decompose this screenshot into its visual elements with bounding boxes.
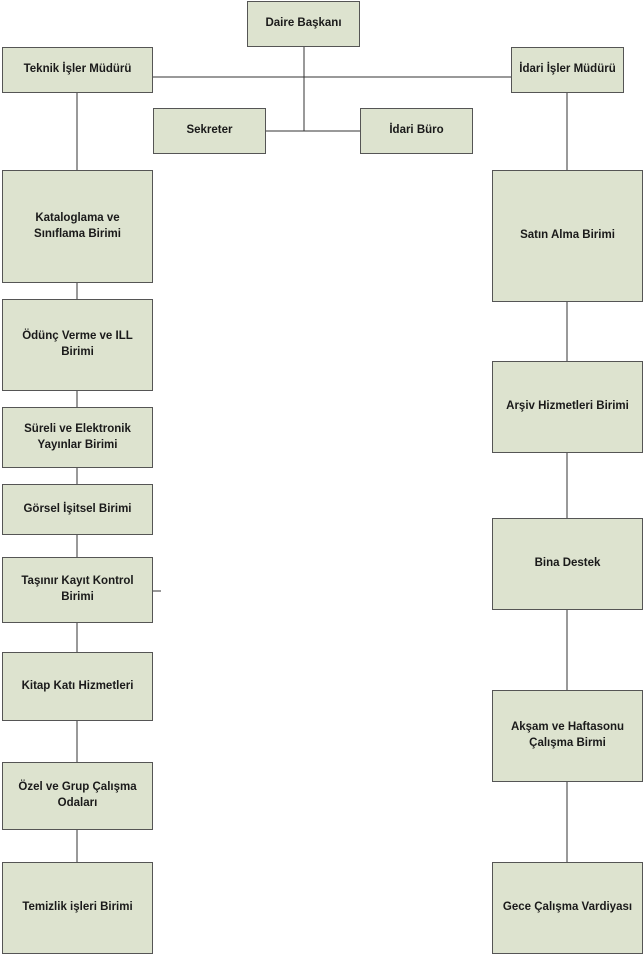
node-technical-unit: Kataloglama ve Sınıflama Birimi [2, 170, 153, 283]
node-label: Gece Çalışma Vardiyası [502, 901, 633, 914]
node-technical-unit: Görsel İşitsel Birimi [2, 484, 153, 535]
node-label: Özel ve Grup Çalışma Odaları [18, 781, 137, 809]
node-sekreter: Sekreter [153, 108, 266, 154]
node-technical-unit: Kitap Katı Hizmetleri [2, 652, 153, 721]
node-technical-unit: Ödünç Verme ve ILL Birimi [2, 299, 153, 391]
node-label: Ödünç Verme ve ILL Birimi [22, 330, 133, 358]
node-admin-unit: Arşiv Hizmetleri Birimi [492, 361, 643, 453]
node-technical-unit: Özel ve Grup Çalışma Odaları [2, 762, 153, 830]
node-idari-isler-muduru: İdari İşler Müdürü [511, 47, 624, 93]
node-label: Arşiv Hizmetleri Birimi [506, 400, 629, 413]
node-label: Kataloglama ve Sınıflama Birimi [34, 211, 121, 240]
node-label: Görsel İşitsel Birimi [23, 502, 132, 515]
node-label: Süreli ve Elektronik Yayınlar Birimi [24, 422, 131, 451]
node-label: Bina Destek [534, 557, 601, 570]
node-label: İdari Büro [389, 124, 444, 137]
node-idari-buro: İdari Büro [360, 108, 473, 154]
node-label: Akşam ve Haftasonu Çalışma Birmi [510, 721, 625, 749]
node-admin-unit: Akşam ve Haftasonu Çalışma Birmi [492, 690, 643, 782]
node-admin-unit: Satın Alma Birimi [492, 170, 643, 302]
node-daire-baskani: Daire Başkanı [247, 1, 360, 47]
node-technical-unit: Temizlik işleri Birimi [2, 862, 153, 954]
node-label: Sekreter [186, 124, 233, 137]
node-label: Taşınır Kayıt Kontrol Birimi [21, 575, 134, 603]
node-label: Daire Başkanı [265, 17, 342, 30]
node-technical-unit: Süreli ve Elektronik Yayınlar Birimi [2, 407, 153, 468]
node-teknik-isler-muduru: Teknik İşler Müdürü [2, 47, 153, 93]
node-label: Kitap Katı Hizmetleri [21, 679, 134, 692]
node-label: Teknik İşler Müdürü [23, 63, 132, 76]
node-technical-unit: Taşınır Kayıt Kontrol Birimi [2, 557, 153, 623]
node-admin-unit: Bina Destek [492, 518, 643, 610]
node-label: Temizlik işleri Birimi [22, 901, 133, 914]
node-label: Satın Alma Birimi [520, 229, 615, 242]
node-admin-unit: Gece Çalışma Vardiyası [492, 862, 643, 954]
node-label: İdari İşler Müdürü [519, 63, 616, 76]
